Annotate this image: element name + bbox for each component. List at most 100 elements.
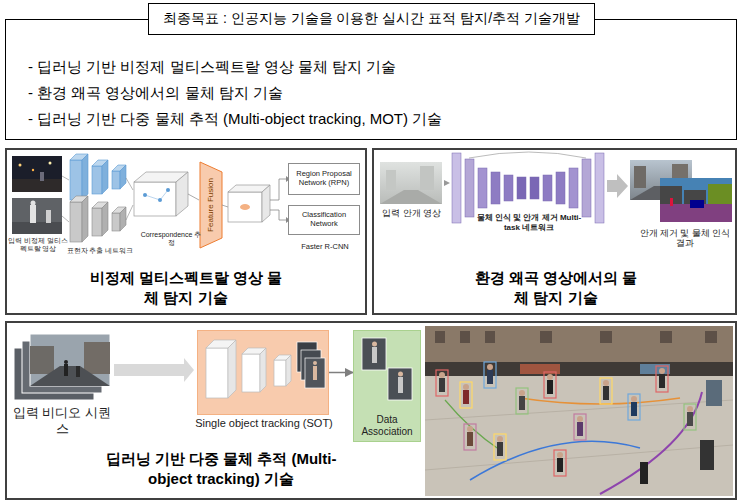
fog-image [380, 190, 442, 204]
panel-caption: 비정제 멀티스펙트랄 영상 물체 탐지 기술 [87, 268, 285, 307]
association-module [388, 368, 412, 400]
tracking-photo [705, 331, 717, 343]
multitask-network [582, 159, 591, 217]
tracking-photo [487, 364, 493, 370]
tracking-photo [659, 374, 665, 388]
result-images [690, 200, 704, 208]
feature-network [62, 154, 133, 242]
feature-network [70, 202, 82, 242]
correspondence-volume [145, 195, 160, 200]
annotation-holder: 입력 비디오 시퀀스 [12, 405, 112, 436]
correspondence-volume [134, 172, 199, 216]
annotation: Correspondence 추정 [140, 231, 202, 248]
tracking-photo [425, 445, 733, 470]
annotation-holder: Correspondence 추정 [140, 231, 202, 248]
multitask-network [556, 172, 565, 204]
technology-panel: 딥러닝 기반 다중 물체 추적 (Multi-object tracking) … [5, 321, 737, 500]
sot-module [305, 358, 325, 388]
multitask-network [491, 172, 500, 204]
feature-network [126, 178, 133, 190]
association-module [372, 347, 377, 363]
process-box: Region Proposal Network (RPN) [288, 163, 360, 195]
fusion-block [240, 204, 250, 210]
correspondence-volume [176, 172, 188, 216]
sot-module [313, 366, 317, 380]
feature-network [120, 207, 126, 231]
multispectral-images [49, 162, 52, 165]
video-frames [76, 366, 80, 377]
objective-item: - 딥러닝 기반 다중 물체 추적 (Multi-object tracking… [28, 106, 736, 132]
panel-caption: 환경 왜곡 영상에서의 물체 탐지 기술 [472, 268, 640, 307]
box-label: Classification Network [292, 211, 356, 228]
tracking-photo [656, 366, 668, 392]
video-frames [30, 366, 110, 386]
multispectral-images [12, 198, 62, 234]
annotation: Feature Fusion [205, 165, 217, 245]
feature-network [102, 202, 108, 236]
video-frames [14, 334, 194, 400]
fog-image [380, 162, 442, 204]
association-module [372, 342, 377, 347]
association-module [353, 330, 421, 442]
tracking-photo [463, 390, 469, 404]
sot-module [197, 330, 329, 415]
tracking-photo [700, 440, 714, 470]
tracking-photo [706, 380, 722, 406]
fusion-block [228, 192, 262, 222]
multitask-network [469, 152, 586, 158]
sot-module [274, 360, 286, 386]
annotation: 표현자 추출 네트워크 [66, 247, 134, 255]
result-images [634, 166, 646, 188]
multispectral-images [12, 222, 62, 234]
video-frames [114, 358, 194, 382]
multitask-network [530, 177, 539, 199]
tracking-photo [659, 368, 665, 374]
tracking-photo [487, 370, 493, 384]
annotation-holder: 입력 안개 영상 [376, 208, 448, 219]
feature-network [102, 160, 108, 194]
module-box: Single object tracking (SOT) [197, 330, 329, 415]
tracking-photo [425, 362, 733, 376]
tracking-photo [687, 412, 693, 426]
caption-holder: 딥러닝 기반 다중 물체 추적 (Multi-object tracking) … [95, 449, 347, 488]
box-title: 최종목표 : 인공지능 기술을 이용한 실시간 표적 탐지/추적 기술개발 [163, 10, 580, 28]
annotation: 입력 비정제 멀티스펙트랄 영상 [6, 237, 70, 254]
result-images [630, 160, 732, 222]
annotation: Faster R-CNN [292, 242, 358, 251]
annotation-holder: 입력 비정제 멀티스펙트랄 영상 [6, 237, 70, 254]
video-frames [64, 364, 68, 376]
connector-arrow [329, 372, 353, 374]
tracking-photo [464, 424, 476, 450]
annotation-holder: Feature Fusion [205, 165, 217, 245]
annotation-holder: 안개 제거 및 물체 인식 결과 [636, 228, 734, 248]
multispectral-images [19, 164, 22, 167]
feature-network [112, 171, 120, 189]
tracking-photo [547, 380, 553, 394]
goal-box: 최종목표 : 인공지능 기술을 이용한 실시간 표적 탐지/추적 기술개발 [148, 3, 595, 35]
panel-caption: 딥러닝 기반 다중 물체 추적 (Multi-object tracking) … [95, 449, 347, 488]
tracking-photo [600, 331, 612, 343]
multitask-network [452, 153, 461, 223]
result-images [670, 198, 673, 206]
multitask-network [569, 168, 578, 208]
fog-image [380, 162, 450, 204]
multitask-network [478, 168, 487, 208]
tracking-photo [577, 416, 583, 422]
fusion-block [222, 205, 228, 207]
tracking-photo [544, 372, 556, 398]
feature-network [70, 160, 82, 200]
correspondence-volume [188, 194, 199, 200]
tracking-photo [484, 362, 496, 388]
association-module [398, 372, 403, 377]
fusion-block [262, 185, 270, 222]
tracking-photo [467, 426, 473, 432]
tracking-photo [660, 331, 672, 343]
sot-module [313, 361, 317, 365]
feature-network [62, 216, 69, 222]
tracking-photo [603, 386, 609, 400]
annotation: 입력 안개 영상 [376, 208, 448, 219]
fog-image [420, 166, 434, 190]
tracking-photo [435, 331, 445, 343]
tracking-photo [640, 462, 648, 484]
tracking-photo [684, 404, 696, 430]
